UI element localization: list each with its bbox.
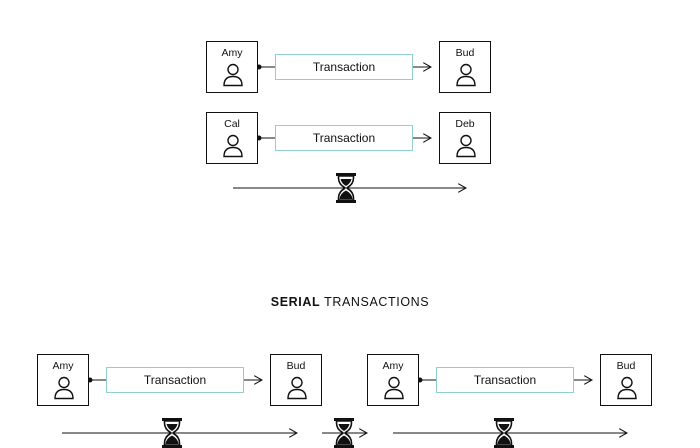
section-heading: SERIAL TRANSACTIONS [0, 295, 700, 309]
hourglass-icon [336, 173, 356, 203]
sender-box: Amy [367, 354, 419, 406]
sender-name: Cal [224, 118, 240, 130]
receiver-name: Bud [616, 360, 636, 372]
transaction-box: Transaction [275, 54, 413, 80]
person-icon [384, 376, 404, 400]
person-icon [223, 63, 243, 87]
sender-name: Amy [382, 360, 404, 372]
person-icon [456, 63, 476, 87]
receiver-box: Bud [600, 354, 652, 406]
receiver-name: Bud [455, 47, 475, 59]
transaction-box: Transaction [275, 125, 413, 151]
heading-bold: SERIAL [270, 295, 321, 309]
person-icon [54, 376, 74, 400]
person-icon [223, 134, 243, 158]
sender-name: Amy [52, 360, 74, 372]
receiver-box: Bud [270, 354, 322, 406]
sender-box: Amy [37, 354, 89, 406]
receiver-box: Bud [439, 41, 491, 93]
person-icon [287, 376, 307, 400]
person-icon [617, 376, 637, 400]
sender-box: Cal [206, 112, 258, 164]
receiver-name: Bud [286, 360, 306, 372]
person-icon [456, 134, 476, 158]
receiver-name: Deb [455, 118, 475, 130]
sender-box: Amy [206, 41, 258, 93]
heading-rest: TRANSACTIONS [324, 295, 430, 309]
transaction-box: Transaction [436, 367, 574, 393]
transaction-box: Transaction [106, 367, 244, 393]
sender-name: Amy [221, 47, 243, 59]
receiver-box: Deb [439, 112, 491, 164]
